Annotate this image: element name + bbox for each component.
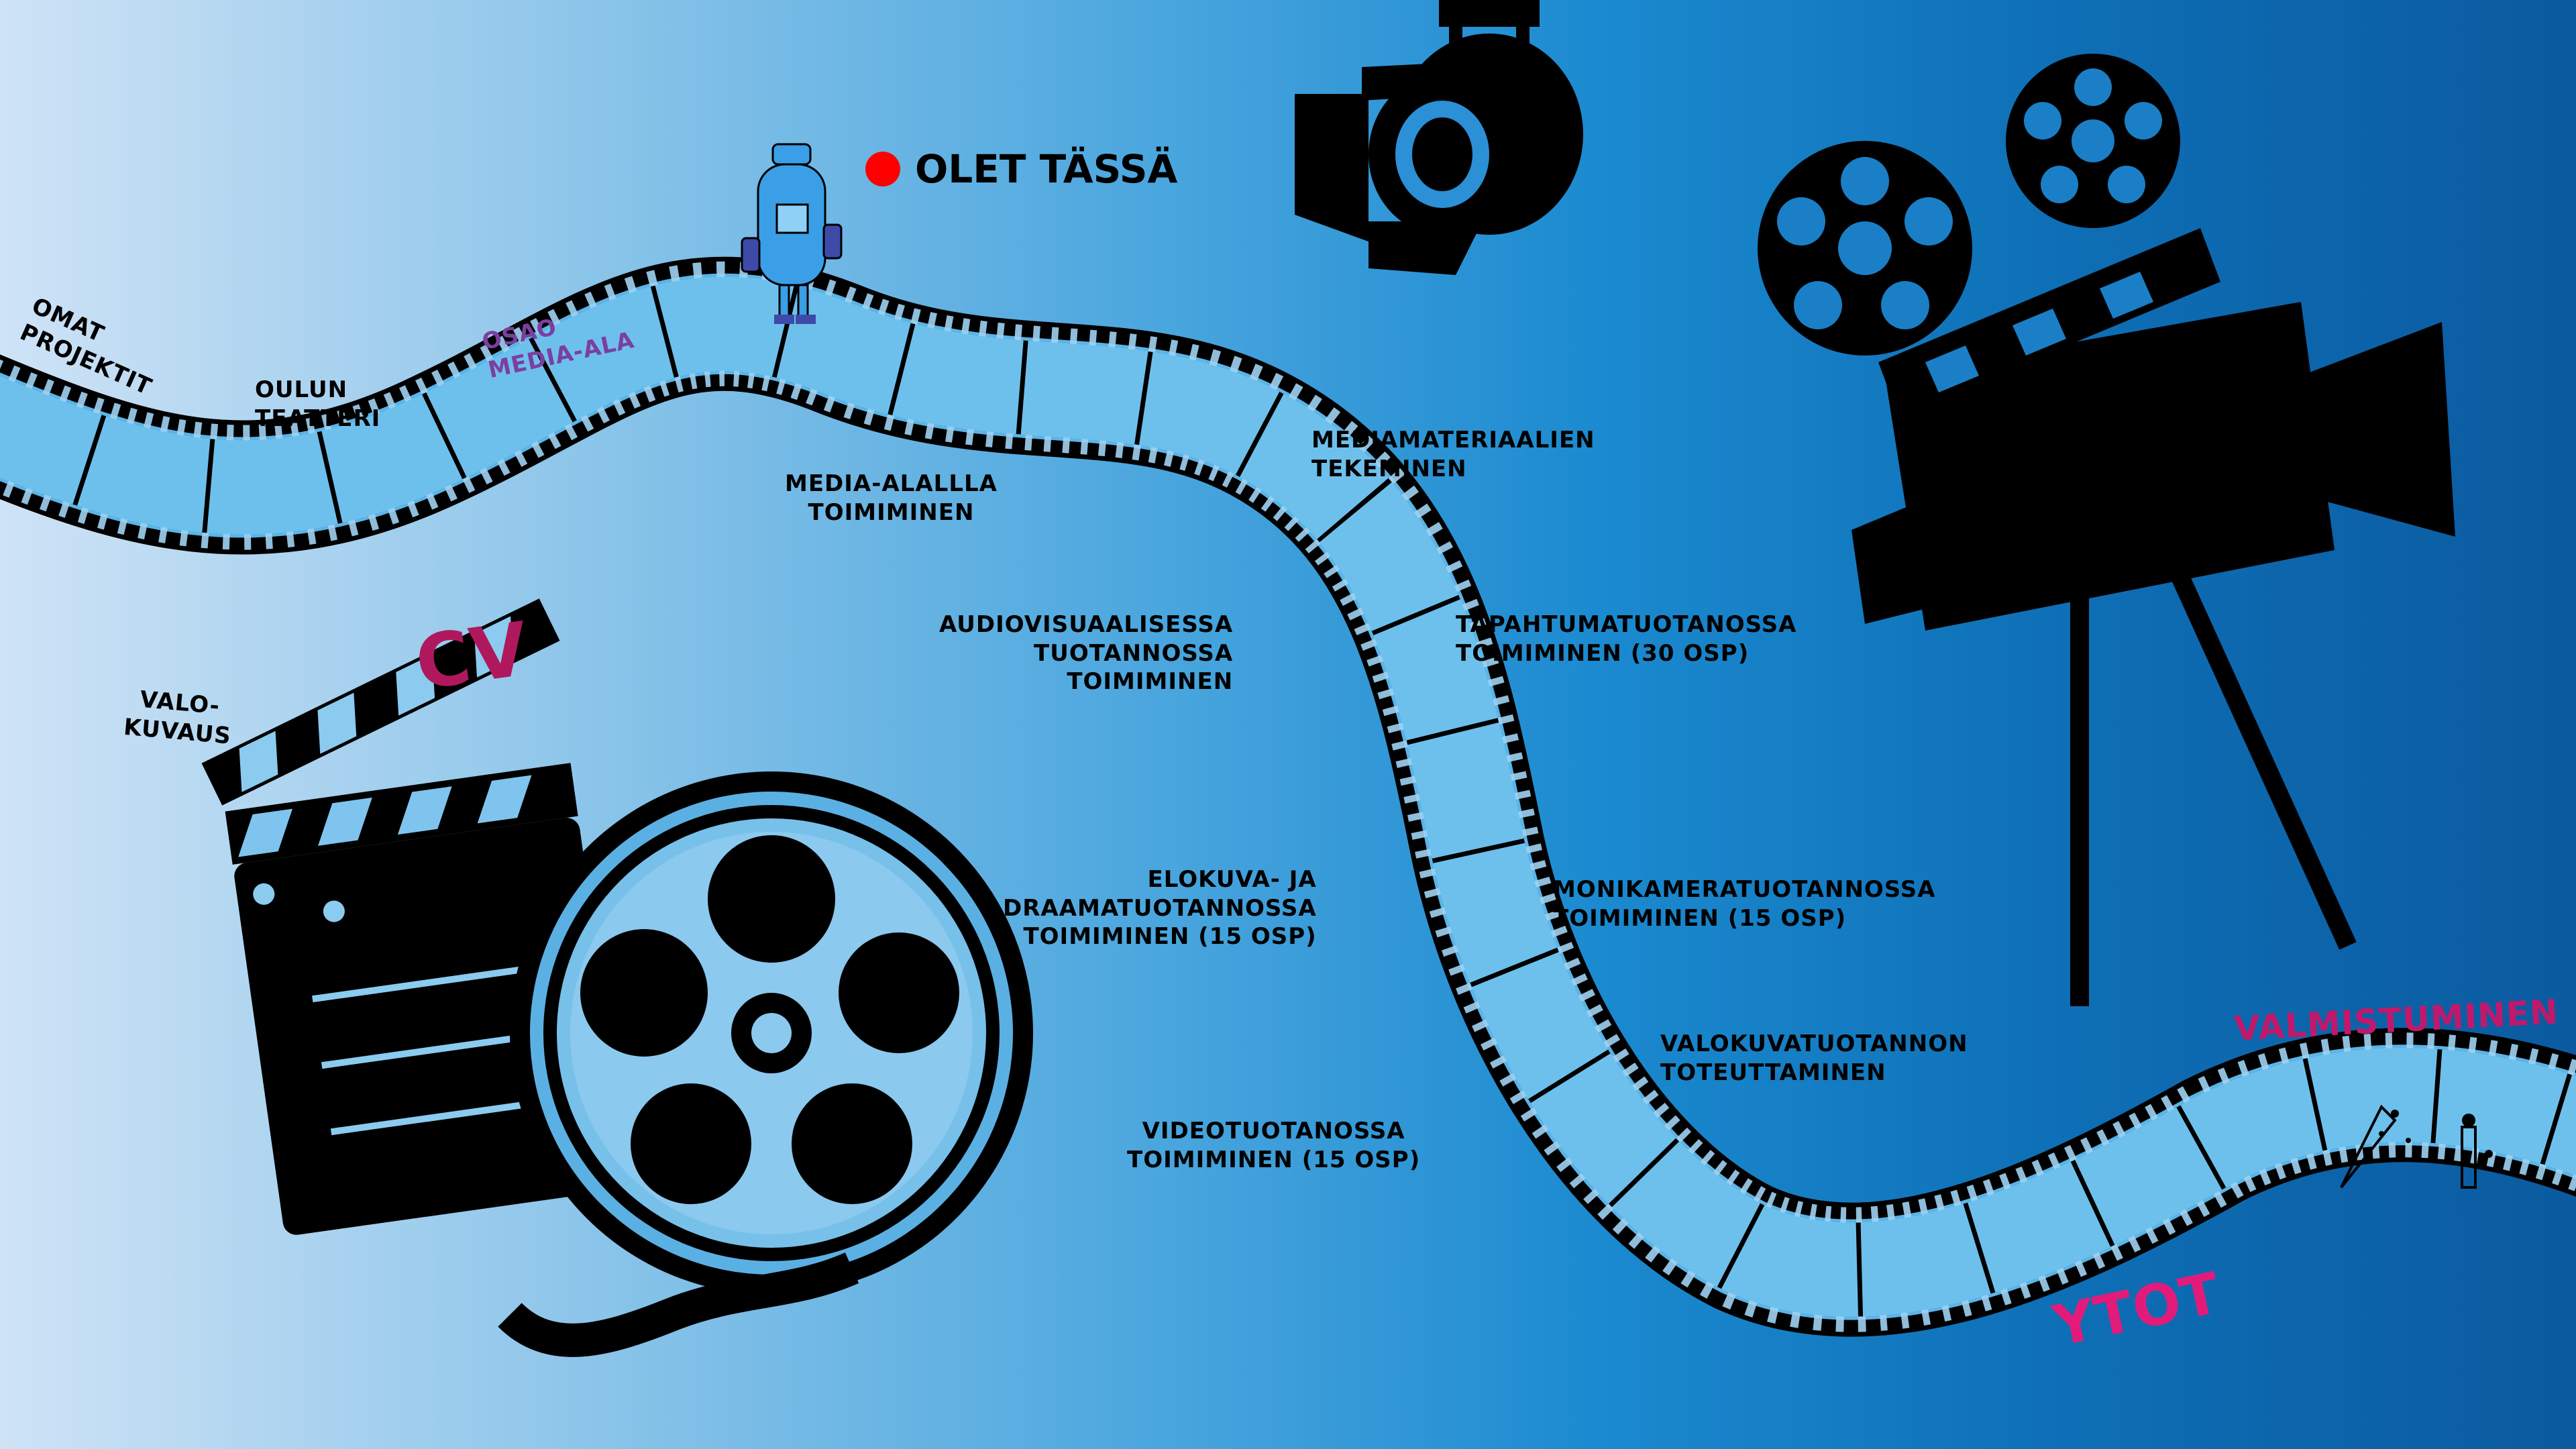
- label-valokuvaus: VALO- KUVAUS: [123, 684, 235, 751]
- label-line: DRAAMATUOTANNOSSA: [1003, 894, 1317, 922]
- label-oulun-teatteri: OULUN TEATTERI: [255, 376, 380, 433]
- label-line: TOIMIMINEN (15 OSP): [1127, 1146, 1421, 1173]
- party-popper-icon: [2340, 1104, 2411, 1189]
- label-line: TEATTERI: [255, 405, 381, 432]
- label-line: TOIMIMINEN (15 OSP): [1023, 923, 1317, 950]
- label-line: VIDEOTUOTANOSSA: [1142, 1118, 1405, 1144]
- you-are-here-marker: OLET TÄSSÄ: [865, 146, 1177, 192]
- label-line: TOIMIMINEN (15 OSP): [1553, 904, 1847, 932]
- label-line: TOTEUTTAMINEN: [1660, 1059, 1886, 1086]
- label-line: MONIKAMERATUOTANNOSSA: [1553, 876, 1936, 903]
- label-line: TAPAHTUMATUOTANOSSA: [1456, 611, 1797, 638]
- label-line: TEKEMINEN: [1311, 455, 1467, 482]
- module-elokuva-draama: ELOKUVA- JA DRAAMATUOTANNOSSA TOIMIMINEN…: [1003, 865, 1317, 951]
- module-audiovisuaalisessa: AUDIOVISUAALISESSA TUOTANNOSSA TOIMIMINE…: [939, 610, 1233, 696]
- champagne-icon: [2461, 1114, 2493, 1189]
- label-line: MEDIA-ALALLLA: [785, 470, 998, 497]
- label-line: OULUN: [255, 376, 348, 403]
- module-mediamateriaalien: MEDIAMATERIAALIEN TEKEMINEN: [1311, 426, 1595, 483]
- module-videotuotanto: VIDEOTUOTANOSSA TOIMIMINEN (15 OSP): [1127, 1117, 1420, 1174]
- module-media-alalla: MEDIA-ALALLLA TOIMIMINEN: [785, 470, 998, 527]
- label-line: MEDIAMATERIAALIEN: [1311, 427, 1595, 453]
- label-line: VALOKUVATUOTANNON: [1660, 1030, 1968, 1057]
- film-strip-frames: [0, 276, 2576, 1317]
- location-dot-icon: [865, 152, 900, 186]
- module-tapahtumatuotanto: TAPAHTUMATUOTANOSSA TOIMIMINEN (30 OSP): [1456, 610, 1796, 667]
- you-are-here-label: OLET TÄSSÄ: [915, 146, 1178, 192]
- label-line: AUDIOVISUAALISESSA: [939, 611, 1234, 638]
- label-line: TUOTANNOSSA: [1034, 639, 1234, 667]
- label-line: ELOKUVA- JA: [1147, 866, 1317, 893]
- milestone-cv: CV: [410, 605, 534, 707]
- label-line: TOIMIMINEN (30 OSP): [1456, 639, 1750, 667]
- label-line: TOIMIMINEN: [808, 498, 975, 526]
- module-monikamera: MONIKAMERATUOTANNOSSA TOIMIMINEN (15 OSP…: [1553, 875, 1936, 932]
- label-line: TOIMIMINEN: [1067, 668, 1234, 695]
- module-valokuvatuotanto: VALOKUVATUOTANNON TOTEUTTAMINEN: [1660, 1030, 1968, 1087]
